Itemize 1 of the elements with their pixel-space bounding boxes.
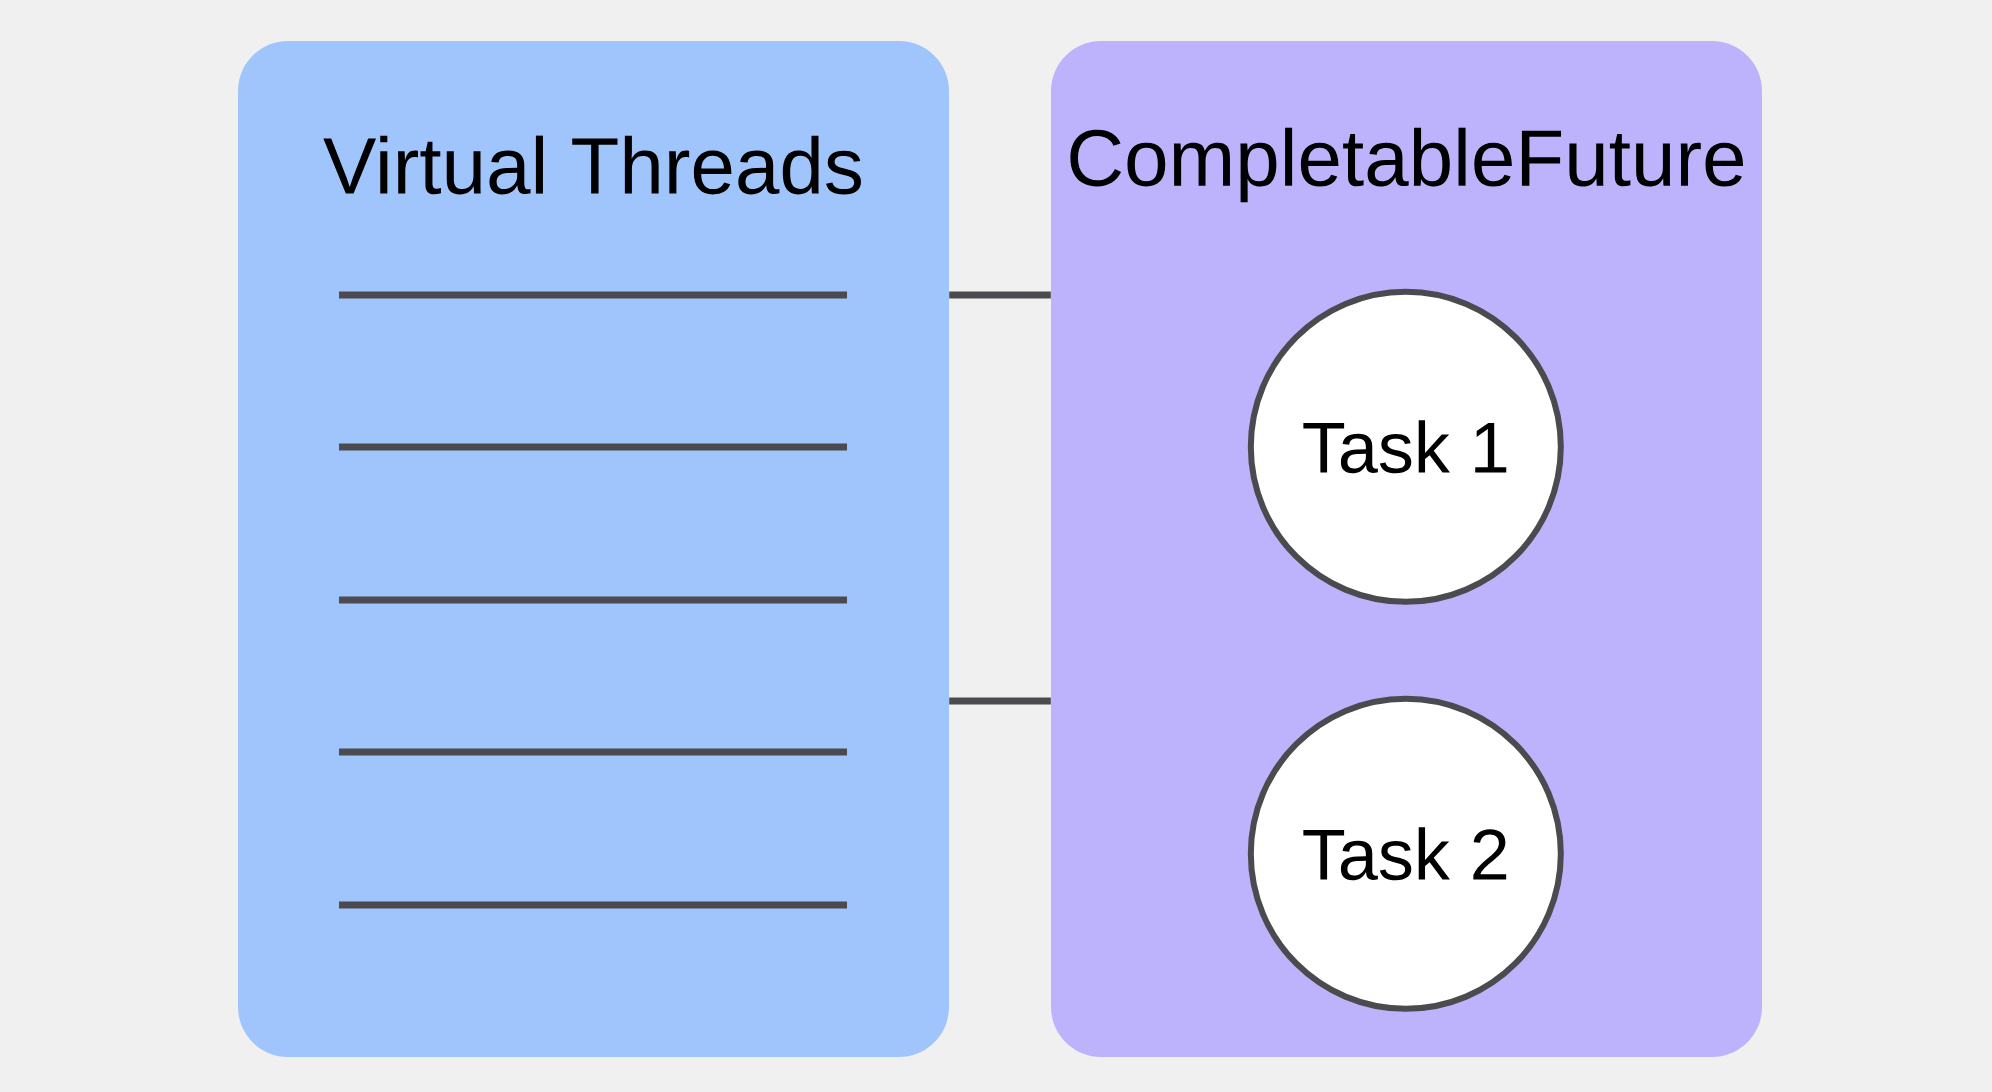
panel: Virtual Threads (238, 41, 949, 1057)
